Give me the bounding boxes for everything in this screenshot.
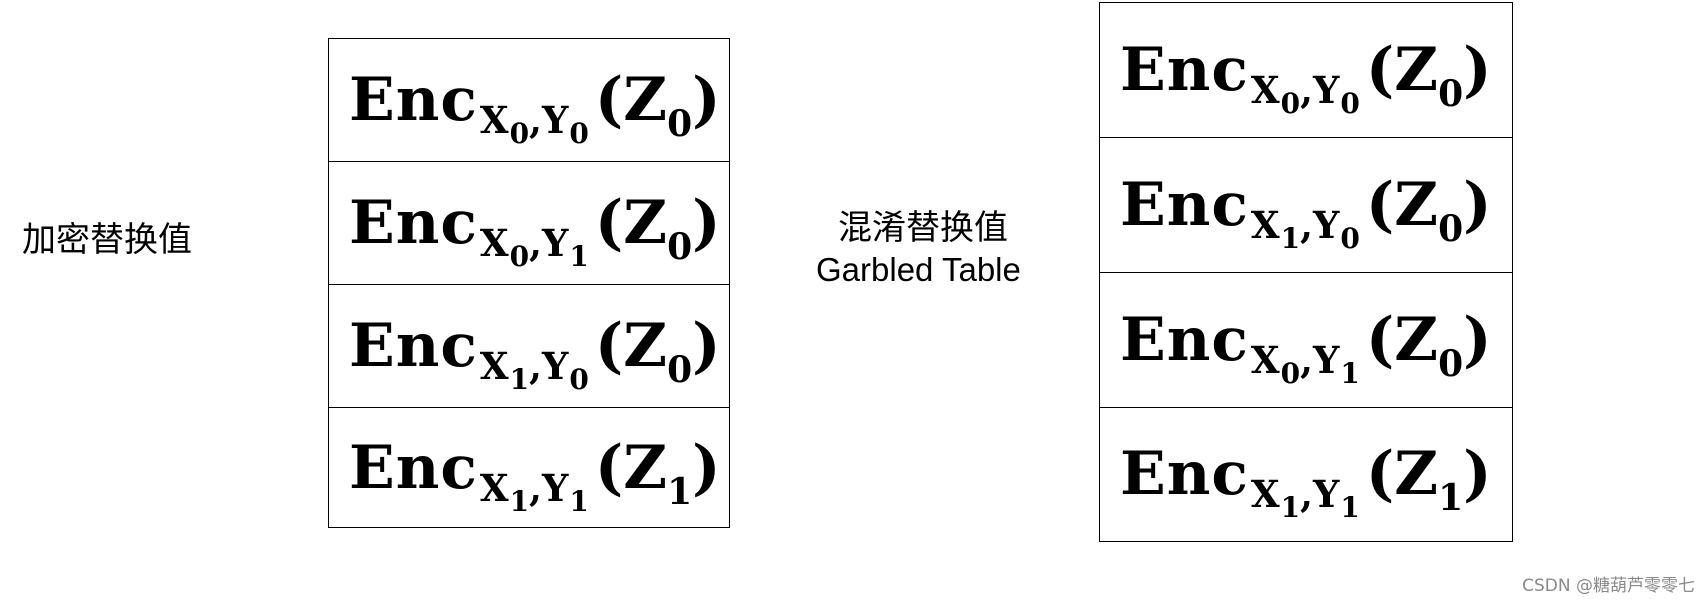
enc-text: Enc [349, 188, 478, 258]
key-subscript: X0,Y0 [1250, 68, 1360, 120]
key-subscript: X0,Y0 [479, 98, 589, 150]
key-subscript: X0,Y1 [479, 221, 589, 273]
key-subscript: X1,Y0 [1250, 203, 1360, 255]
enc-text: Enc [1120, 35, 1249, 105]
enc-text: Enc [349, 65, 478, 135]
encrypted-values-label: 加密替换值 [22, 220, 192, 260]
key-subscript: X1,Y1 [479, 466, 589, 518]
output-argument: (Z0) [1365, 35, 1492, 115]
enc-text: Enc [1120, 439, 1249, 509]
output-argument: (Z1) [1365, 439, 1492, 519]
enc-text: Enc [349, 433, 478, 503]
garbled-table-label-en: Garbled Table [816, 251, 1021, 288]
key-subscript: X1,Y0 [479, 344, 589, 396]
output-argument: (Z0) [594, 188, 721, 268]
watermark: CSDN @糖葫芦零零七 [1522, 576, 1695, 596]
key-subscript: X0,Y1 [1250, 338, 1360, 390]
garbled-table-label-cn: 混淆替换值 [838, 208, 1008, 248]
output-argument: (Z0) [1365, 305, 1492, 385]
key-subscript: X1,Y1 [1250, 472, 1360, 524]
output-argument: (Z1) [594, 433, 721, 513]
enc-text: Enc [1120, 170, 1249, 240]
output-argument: (Z0) [1365, 170, 1492, 250]
output-argument: (Z0) [594, 65, 721, 145]
enc-text: Enc [1120, 305, 1249, 375]
output-argument: (Z0) [594, 311, 721, 391]
enc-text: Enc [349, 311, 478, 381]
